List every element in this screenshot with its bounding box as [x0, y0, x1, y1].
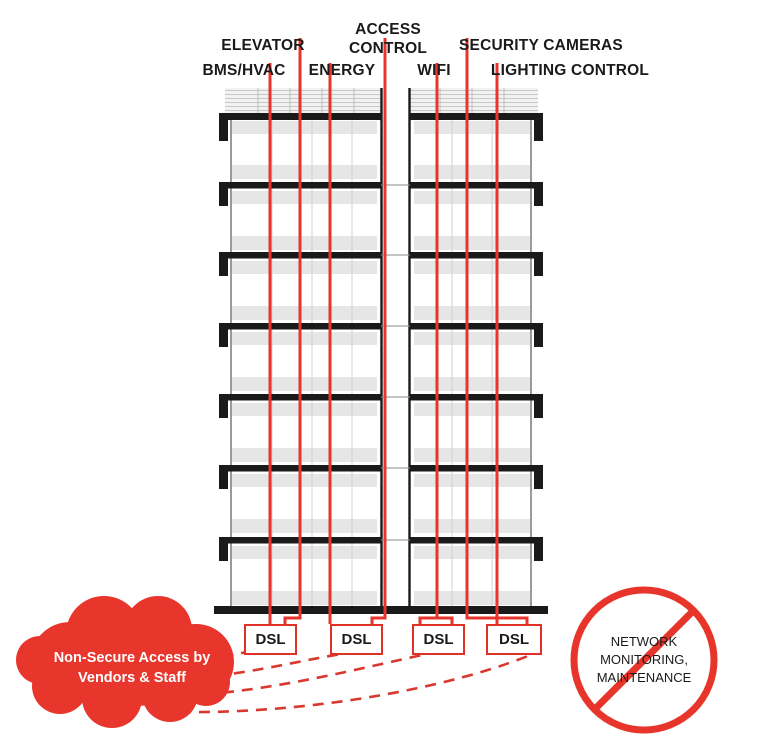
system-label-energy: ENERGY: [308, 62, 376, 79]
system-label-elevator: ELEVATOR: [221, 37, 305, 54]
dsl-box[interactable]: DSL: [486, 624, 542, 655]
riser-to-dsl-connectors: [283, 612, 529, 624]
system-label-security-cameras: SECURITY CAMERAS: [459, 37, 623, 54]
system-label-wifi: WIFI: [417, 62, 451, 79]
building-base: [214, 606, 548, 614]
system-label-access-control: ACCESS CONTROL: [348, 21, 428, 57]
cloud-to-dsl-dashed-links: [179, 649, 541, 714]
non-secure-access-cloud: [16, 596, 234, 728]
system-label-bms-hvac: BMS/HVAC: [202, 62, 286, 79]
riser-lines: [268, 38, 499, 624]
roof-louvers: [225, 88, 538, 113]
dsl-box[interactable]: DSL: [330, 624, 383, 655]
no-network-monitoring-sign: [570, 586, 718, 734]
system-label-lighting-control: LIGHTING CONTROL: [490, 62, 650, 79]
dsl-box[interactable]: DSL: [412, 624, 465, 655]
no-network-monitoring-label: NETWORK MONITORING, MAINTENANCE: [596, 634, 692, 685]
cloud-label: Non-Secure Access by Vendors & Staff: [53, 650, 211, 686]
dsl-box[interactable]: DSL: [244, 624, 297, 655]
building-body: [219, 113, 543, 612]
